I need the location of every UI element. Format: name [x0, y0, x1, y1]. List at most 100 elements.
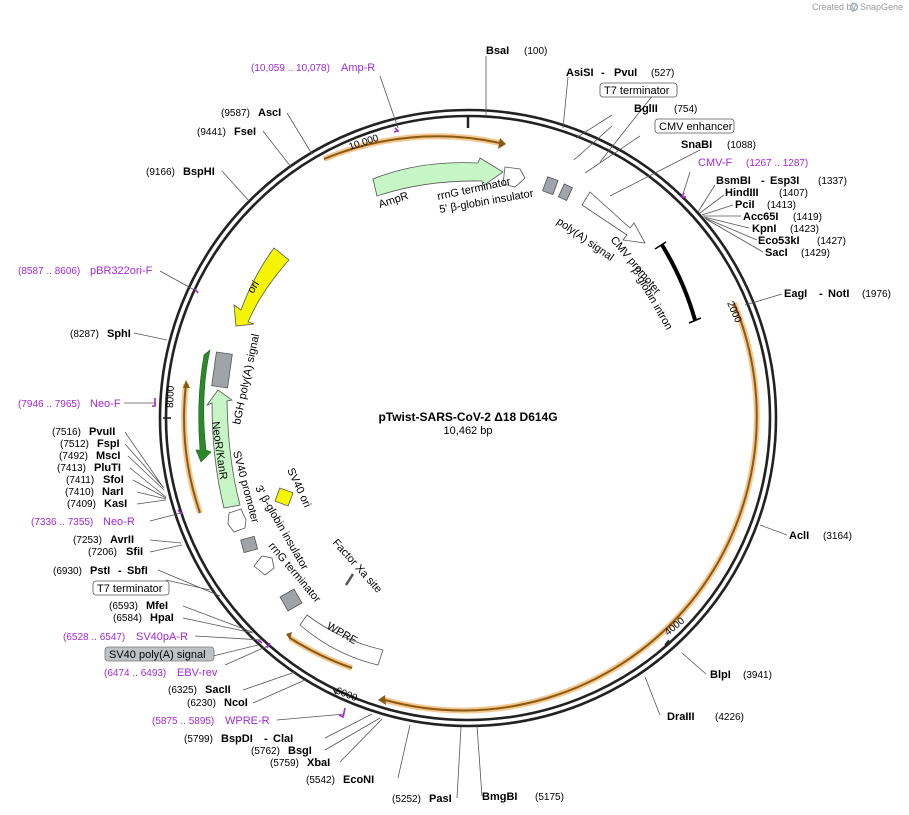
backbone-outer: [158, 108, 778, 728]
restriction-site-labels: BsaI (100) AsiSI - PvuI (527) BglII (754…: [52, 45, 891, 805]
feature-ori: [233, 247, 290, 327]
site-label: PvuII: [89, 426, 115, 438]
site-pos: (1337): [818, 176, 847, 187]
site-label: BsaI: [486, 45, 509, 57]
site-label: EcoNI: [343, 774, 374, 786]
orf-arc-right-halo: [384, 301, 760, 714]
t7-terminator-top-box: [599, 82, 678, 98]
site-pos: (5762): [251, 746, 280, 757]
site-label: Eco53kI: [758, 235, 800, 247]
orf-arc-top: [323, 135, 501, 160]
tick-8000: 8000: [165, 385, 177, 408]
plasmid-length: 10,462 bp: [444, 425, 493, 437]
t7-terminator-bottom-label: T7 terminator: [97, 583, 163, 595]
site-pos: (6584): [113, 613, 142, 624]
boxed-feature-labels: T7 terminator CMV enhancer T7 terminator…: [92, 82, 735, 662]
site-label: KasI: [104, 498, 127, 510]
site-pos: (1976): [862, 289, 891, 300]
site-label-2: PvuI: [614, 67, 637, 79]
label-polya-signal: poly(A) signal: [554, 216, 615, 264]
feature-sv40-ori: [274, 487, 294, 507]
site-label: PluTI: [94, 462, 121, 474]
site-label: BsgI: [288, 745, 312, 757]
site-label: KpnI: [752, 223, 776, 235]
site-label: SnaBI: [681, 139, 712, 151]
site-label: SfoI: [103, 474, 124, 486]
tick-2000: 2000: [724, 300, 743, 325]
site-label: SfiI: [126, 546, 143, 558]
site-label-2: SbfI: [127, 565, 148, 577]
site-label: AclI: [789, 530, 809, 542]
feature-factor-xa: [344, 573, 355, 586]
primer-name: pBR322ori-F: [90, 265, 153, 277]
label-cmv-promoter: CMV promoter: [608, 234, 663, 297]
feature-rrng-term-bottom: [253, 555, 275, 576]
site-pos: (5175): [535, 792, 564, 803]
feature-globin-box: [557, 183, 574, 201]
site-pos: (7411): [66, 475, 94, 486]
primer-name: Amp-R: [341, 62, 375, 74]
primer-name: SV40pA-R: [136, 631, 188, 643]
site-label: FspI: [97, 438, 120, 450]
site-label: XbaI: [307, 757, 330, 769]
site-label: AsiSI: [566, 67, 594, 79]
primer-markers: [152, 127, 686, 719]
sv40-polya-label: SV40 poly(A) signal: [109, 649, 206, 661]
feature-rrng-term-top: [502, 166, 526, 188]
site-pos: (5759): [270, 758, 299, 769]
svg-text:-: -: [264, 733, 268, 745]
site-label: SphI: [107, 328, 131, 340]
svg-text:-: -: [761, 175, 765, 187]
site-pos: (5799): [184, 734, 213, 745]
label-factor-xa: Factor Xa site: [330, 537, 384, 595]
site-pos: (7512): [60, 439, 89, 450]
orf-arc-bottom-head: [286, 632, 292, 640]
site-label: BlpI: [710, 669, 731, 681]
site-pos: (3941): [743, 670, 772, 681]
cmv-enhancer-label: CMV enhancer: [659, 121, 733, 133]
site-label: BglII: [634, 103, 658, 115]
orf-arc-right: [384, 302, 758, 712]
t7-terminator-top-label: T7 terminator: [604, 85, 670, 97]
site-pos: (7253): [73, 535, 102, 546]
feature-neor-kanr: [205, 389, 241, 509]
site-pos: (1407): [779, 188, 808, 199]
site-pos: (7410): [65, 487, 94, 498]
site-pos: (9166): [146, 167, 175, 178]
primer-name: Neo-R: [103, 516, 135, 528]
site-pos: (1413): [767, 200, 796, 211]
primer-range: (10,059 .. 10,078): [251, 63, 330, 74]
site-pos: (100): [524, 46, 547, 57]
site-label: BmgBI: [482, 791, 517, 803]
primer-range: (5875 .. 5895): [152, 716, 214, 727]
sv40-polya-box: [104, 646, 215, 662]
feature-neo-arrow-dark: [195, 349, 212, 463]
snapgene-logo-icon: [849, 2, 859, 12]
orf-arc-top-head: [498, 138, 506, 149]
site-label: PciI: [735, 199, 755, 211]
site-label: NcoI: [224, 697, 248, 709]
snapgene-brand: SnapGene: [860, 2, 903, 12]
site-label: HindIII: [725, 187, 759, 199]
site-pos: (6325): [168, 685, 197, 696]
site-pos: (527): [651, 68, 674, 79]
svg-text:-: -: [819, 288, 823, 300]
cmv-enhancer-box: [654, 118, 735, 134]
orf-arcs: [181, 133, 760, 714]
tick-mark-4000: [664, 639, 670, 646]
site-pos: (1429): [801, 248, 830, 259]
feature-bgh-polya-box: [211, 351, 233, 389]
primer-range: (6528 .. 6547): [63, 632, 125, 643]
site-pos: (6230): [187, 698, 216, 709]
orf-arc-left: [183, 383, 201, 514]
orf-arc-bottom: [289, 637, 353, 669]
site-label: PstI: [90, 565, 110, 577]
feature-shapes: [195, 157, 646, 666]
site-label-2: ClaI: [273, 733, 293, 745]
site-pos: (6930): [53, 566, 82, 577]
site-label: AvrII: [110, 534, 134, 546]
site-label: MfeI: [146, 600, 168, 612]
tick-4000: 4000: [663, 615, 687, 638]
site-label: AscI: [258, 107, 281, 119]
